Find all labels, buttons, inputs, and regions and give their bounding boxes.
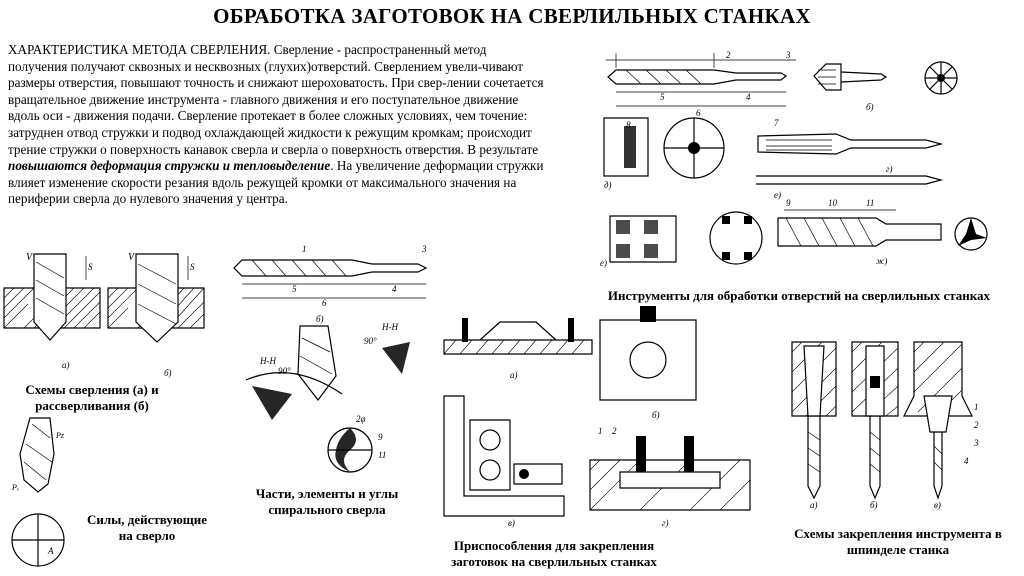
svg-text:б): б): [164, 368, 172, 378]
svg-text:Pₓ: Pₓ: [11, 483, 19, 492]
fixture-vise-a: а): [444, 318, 592, 380]
svg-text:A: A: [47, 546, 54, 556]
drill-parts-illustration: 1 3 5 4 6 б) Н-Н 90° Н-Н 90° 2φ 9 11: [232, 244, 442, 484]
svg-text:3: 3: [421, 244, 427, 254]
svg-text:а): а): [62, 360, 70, 370]
svg-text:г): г): [886, 164, 893, 174]
svg-text:а): а): [510, 370, 518, 380]
svg-text:Н-Н: Н-Н: [259, 356, 276, 366]
svg-text:в): в): [934, 500, 941, 510]
svg-text:Н-Н: Н-Н: [381, 322, 398, 332]
tool-milling-cutters: е): [600, 212, 762, 268]
svg-text:4: 4: [964, 456, 969, 466]
svg-text:е): е): [774, 190, 781, 200]
svg-text:3: 3: [973, 438, 979, 448]
svg-text:11: 11: [378, 450, 386, 460]
svg-text:в): в): [508, 518, 515, 528]
caption-fixtures: Приспособления для закрепления заготовок…: [451, 538, 657, 569]
intro-emphasis: повышаются деформация стружки и тепловыд…: [8, 158, 331, 174]
caption-drill-parts: Части, элементы и углы спирального сверл…: [255, 486, 399, 517]
scheme-reaming-b: V S б): [108, 252, 204, 378]
fixture-angle-plate-v: в): [444, 396, 564, 528]
tool-reamer: 7 г): [758, 118, 941, 174]
svg-text:4: 4: [746, 92, 751, 102]
tool-tap: е): [756, 176, 941, 200]
clamping-scheme-a: а): [792, 342, 836, 510]
caption-clamping: Схемы закрепления инструмента в шпинделе…: [794, 526, 1002, 557]
intro-text-part1: ХАРАКТЕРИСТИКА МЕТОДА СВЕРЛЕНИЯ. Сверлен…: [8, 42, 544, 157]
svg-text:2: 2: [974, 420, 979, 430]
svg-text:4: 4: [392, 284, 397, 294]
svg-text:9: 9: [786, 198, 791, 208]
svg-text:7: 7: [774, 118, 779, 128]
svg-text:б): б): [316, 314, 324, 324]
drill-parts-main: 1 3 5 4 6: [234, 244, 427, 308]
svg-text:ж): ж): [876, 256, 887, 266]
svg-text:1: 1: [302, 244, 307, 254]
caption-forces: Силы, действующие на сверло: [86, 512, 208, 543]
svg-text:9: 9: [378, 432, 383, 442]
fixture-clamp-g: 1 2 г): [590, 426, 750, 528]
svg-text:3: 3: [785, 50, 791, 60]
caption-tools: Инструменты для обработки отверстий на с…: [607, 288, 991, 303]
svg-text:д): д): [604, 180, 612, 190]
svg-text:10: 10: [828, 198, 838, 208]
intro-paragraph: ХАРАКТЕРИСТИКА МЕТОДА СВЕРЛЕНИЯ. Сверлен…: [8, 42, 548, 208]
page-title: ОБРАБОТКА ЗАГОТОВОК НА СВЕРЛИЛЬНЫХ СТАНК…: [213, 4, 811, 28]
svg-text:V: V: [26, 252, 34, 263]
svg-text:S: S: [88, 262, 93, 272]
svg-text:1: 1: [598, 426, 603, 436]
svg-text:б): б): [652, 410, 660, 420]
svg-text:2φ: 2φ: [356, 414, 366, 424]
clamping-scheme-b: б): [852, 342, 898, 510]
svg-text:2: 2: [612, 426, 617, 436]
scheme-drilling-a: V S а): [4, 252, 100, 370]
svg-text:5: 5: [292, 284, 297, 294]
svg-text:2: 2: [726, 50, 731, 60]
drill-parts-section: Н-Н 90° 2φ 9 11: [328, 322, 410, 472]
svg-text:г): г): [662, 518, 669, 528]
tool-long-reamer: 9 10 11 ж): [778, 198, 987, 266]
svg-text:6: 6: [696, 108, 701, 118]
tool-counterbore: 8 д): [604, 118, 724, 190]
tool-countersink: б): [814, 62, 957, 112]
intro-text-part2: . На увеличение деформации стружки влияе…: [8, 158, 544, 207]
tool-twist-drill: 2 3 5 4 6: [606, 50, 796, 118]
fixtures-illustration: а) б) в) 1 2 г): [440, 306, 754, 528]
svg-text:е): е): [600, 258, 607, 268]
svg-text:V: V: [128, 252, 136, 263]
svg-text:Pz: Pz: [55, 431, 65, 440]
forces-illustration: Pz Pₓ A: [11, 414, 65, 574]
svg-text:6: 6: [322, 298, 327, 308]
svg-text:5: 5: [660, 92, 665, 102]
forces-drill-end: A: [12, 514, 64, 566]
svg-text:90°: 90°: [278, 366, 291, 376]
svg-text:1: 1: [974, 402, 979, 412]
svg-text:11: 11: [866, 198, 874, 208]
svg-text:б): б): [866, 102, 874, 112]
clamping-illustration: а) б) 1 2 3 4 в): [786, 336, 979, 510]
svg-text:б): б): [870, 500, 878, 510]
svg-text:а): а): [810, 500, 818, 510]
svg-text:S: S: [190, 262, 195, 272]
drilling-schemes-illustration: V S а) V S б): [4, 252, 210, 378]
caption-drilling-schemes: Схемы сверления (а) и рассверливания (б): [25, 382, 159, 413]
svg-text:90°: 90°: [364, 336, 377, 346]
drill-parts-tip: б) Н-Н 90°: [246, 314, 342, 420]
clamping-scheme-v: 1 2 3 4 в): [904, 342, 979, 510]
fixture-jig-b: б): [600, 306, 696, 420]
tools-illustration: 2 3 5 4 6 б) 8 д) 7 г) е): [600, 50, 1018, 268]
forces-drill-side: Pz Pₓ: [11, 418, 65, 492]
svg-text:8: 8: [626, 120, 631, 130]
